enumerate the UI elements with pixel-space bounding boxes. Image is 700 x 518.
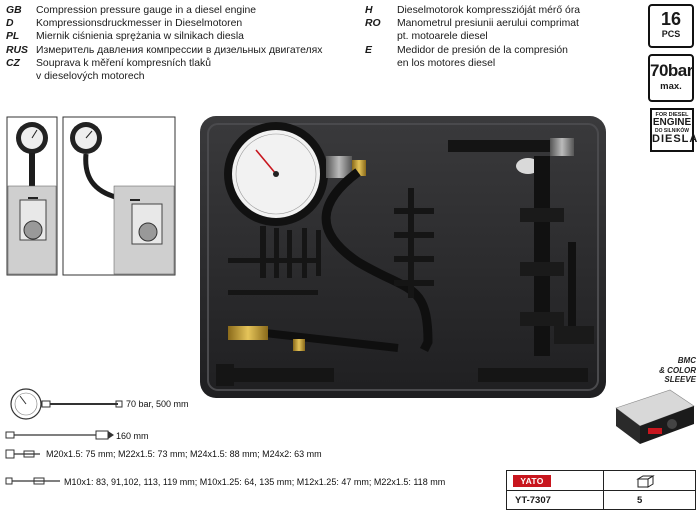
diesel-badge-line: DO SILNIKÓW (655, 128, 689, 134)
bmc-line: BMC (677, 356, 696, 365)
gauge-tool-icon (10, 388, 123, 420)
description-text: Измеритель давления компрессии в дизельн… (36, 44, 323, 56)
spec-row-gauge: 70 bar, 500 mm (126, 399, 189, 409)
spec-row-adaptors-long: M10x1: 83, 91,102, 113, 119 mm; M10x1.25… (64, 477, 445, 487)
description-text: v dieselových motorech (36, 71, 145, 83)
language-code: D (6, 18, 14, 30)
spec-row-extension: 160 mm (116, 431, 149, 441)
description-text: Manometrul presiunii aerului comprimat (397, 18, 579, 30)
description-row: PL Miernik ciśnienia sprężania w silnikac… (6, 30, 361, 43)
bmc-line: SLEEVE (664, 375, 696, 384)
language-code: GB (6, 5, 22, 16)
description-text: Compression pressure gauge in a diesel e… (36, 5, 257, 16)
adaptor-set-icon (5, 449, 40, 459)
description-row: pt. motoarele diesel (365, 30, 615, 43)
case-sleeve-image (615, 389, 695, 444)
description-row: RUS Измеритель давления компрессии в дизе… (6, 44, 361, 57)
spec-text: M20x1.5: 75 mm; M22x1.5: 73 mm; M24x1.5:… (46, 449, 322, 459)
language-code: PL (6, 31, 20, 43)
pieces-badge: 16 PCS (648, 4, 694, 48)
description-text: Medidor de presión de la compresión (397, 44, 568, 56)
description-row: H Dieselmotorok kompresszióját mérő óra (365, 4, 615, 17)
description-row: E Medidor de presión de la compresión (365, 44, 615, 57)
adaptor-long-icon (5, 477, 60, 485)
diesel-badge-line: FOR DIESEL (655, 112, 689, 118)
description-text: en los motores diesel (397, 57, 496, 69)
pieces-unit: PCS (661, 29, 681, 39)
bmc-label: BMC & COLOR SLEEVE (640, 356, 696, 385)
product-info-table: YATO YT-7307 5 (506, 470, 696, 510)
diesel-badge-line: DIESLA (652, 133, 699, 145)
description-text: Miernik ciśnienia sprężania w silnikach … (36, 31, 244, 43)
description-text: Dieselmotorok kompresszióját mérő óra (397, 5, 581, 16)
language-code: H (365, 5, 373, 16)
extension-tool-icon (5, 430, 114, 440)
language-code (365, 57, 397, 70)
language-code: RUS (6, 44, 28, 56)
description-text: Souprava k měření kompresních tlaků (36, 57, 211, 69)
box-icon (636, 475, 655, 488)
description-row: CZ Souprava k měření kompresních tlaků (6, 57, 361, 70)
spec-text: M10x1: 83, 91,102, 113, 119 mm; M10x1.25… (64, 477, 446, 487)
engine-diagram-hose (62, 116, 176, 276)
table-row: YATO (507, 471, 695, 491)
diesel-badge-line: ENGINE (652, 117, 692, 128)
description-row: en los motores diesel (365, 57, 615, 70)
brand-logo: YATO (513, 475, 551, 487)
description-row: D Kompressionsdruckmesser in Dieselmotore… (6, 17, 361, 30)
language-code: E (365, 44, 372, 56)
bmc-line: & COLOR (659, 365, 696, 375)
engine-diagram-direct (6, 116, 58, 276)
tool-case-image (200, 116, 606, 398)
language-code (365, 30, 397, 43)
spec-row-adaptors-large: M20x1.5: 75 mm; M22x1.5: 73 mm; M24x1.5:… (46, 449, 322, 459)
diesel-engine-badge: FOR DIESEL ENGINE DO SILNIKÓW DIESLA (650, 108, 699, 152)
pressure-value: 70bar (650, 61, 693, 80)
pressure-unit: max. (660, 81, 682, 92)
description-list-left: GB Compression pressure gauge in a diesel… (6, 4, 361, 83)
table-row: YT-7307 5 (507, 491, 695, 511)
description-row: GB Compression pressure gauge in a diesel… (6, 4, 361, 17)
description-row: v dieselových motorech (6, 70, 361, 83)
language-code (6, 70, 36, 83)
description-text: pt. motoarele diesel (397, 31, 488, 43)
model-number: YT-7307 (515, 495, 551, 506)
pieces-count: 16 (660, 9, 682, 29)
language-code: RO (365, 18, 381, 30)
spec-text: 70 bar, 500 mm (126, 399, 189, 409)
spec-text: 160 mm (116, 431, 149, 441)
language-code: CZ (6, 57, 20, 69)
description-text: Kompressionsdruckmesser in Dieselmotoren (36, 18, 243, 30)
package-quantity: 5 (637, 495, 643, 506)
description-list-right: H Dieselmotorok kompresszióját mérő óra R… (365, 4, 615, 70)
description-row: RO Manometrul presiunii aerului comprimat (365, 17, 615, 30)
max-pressure-badge: 70bar max. (648, 54, 694, 102)
